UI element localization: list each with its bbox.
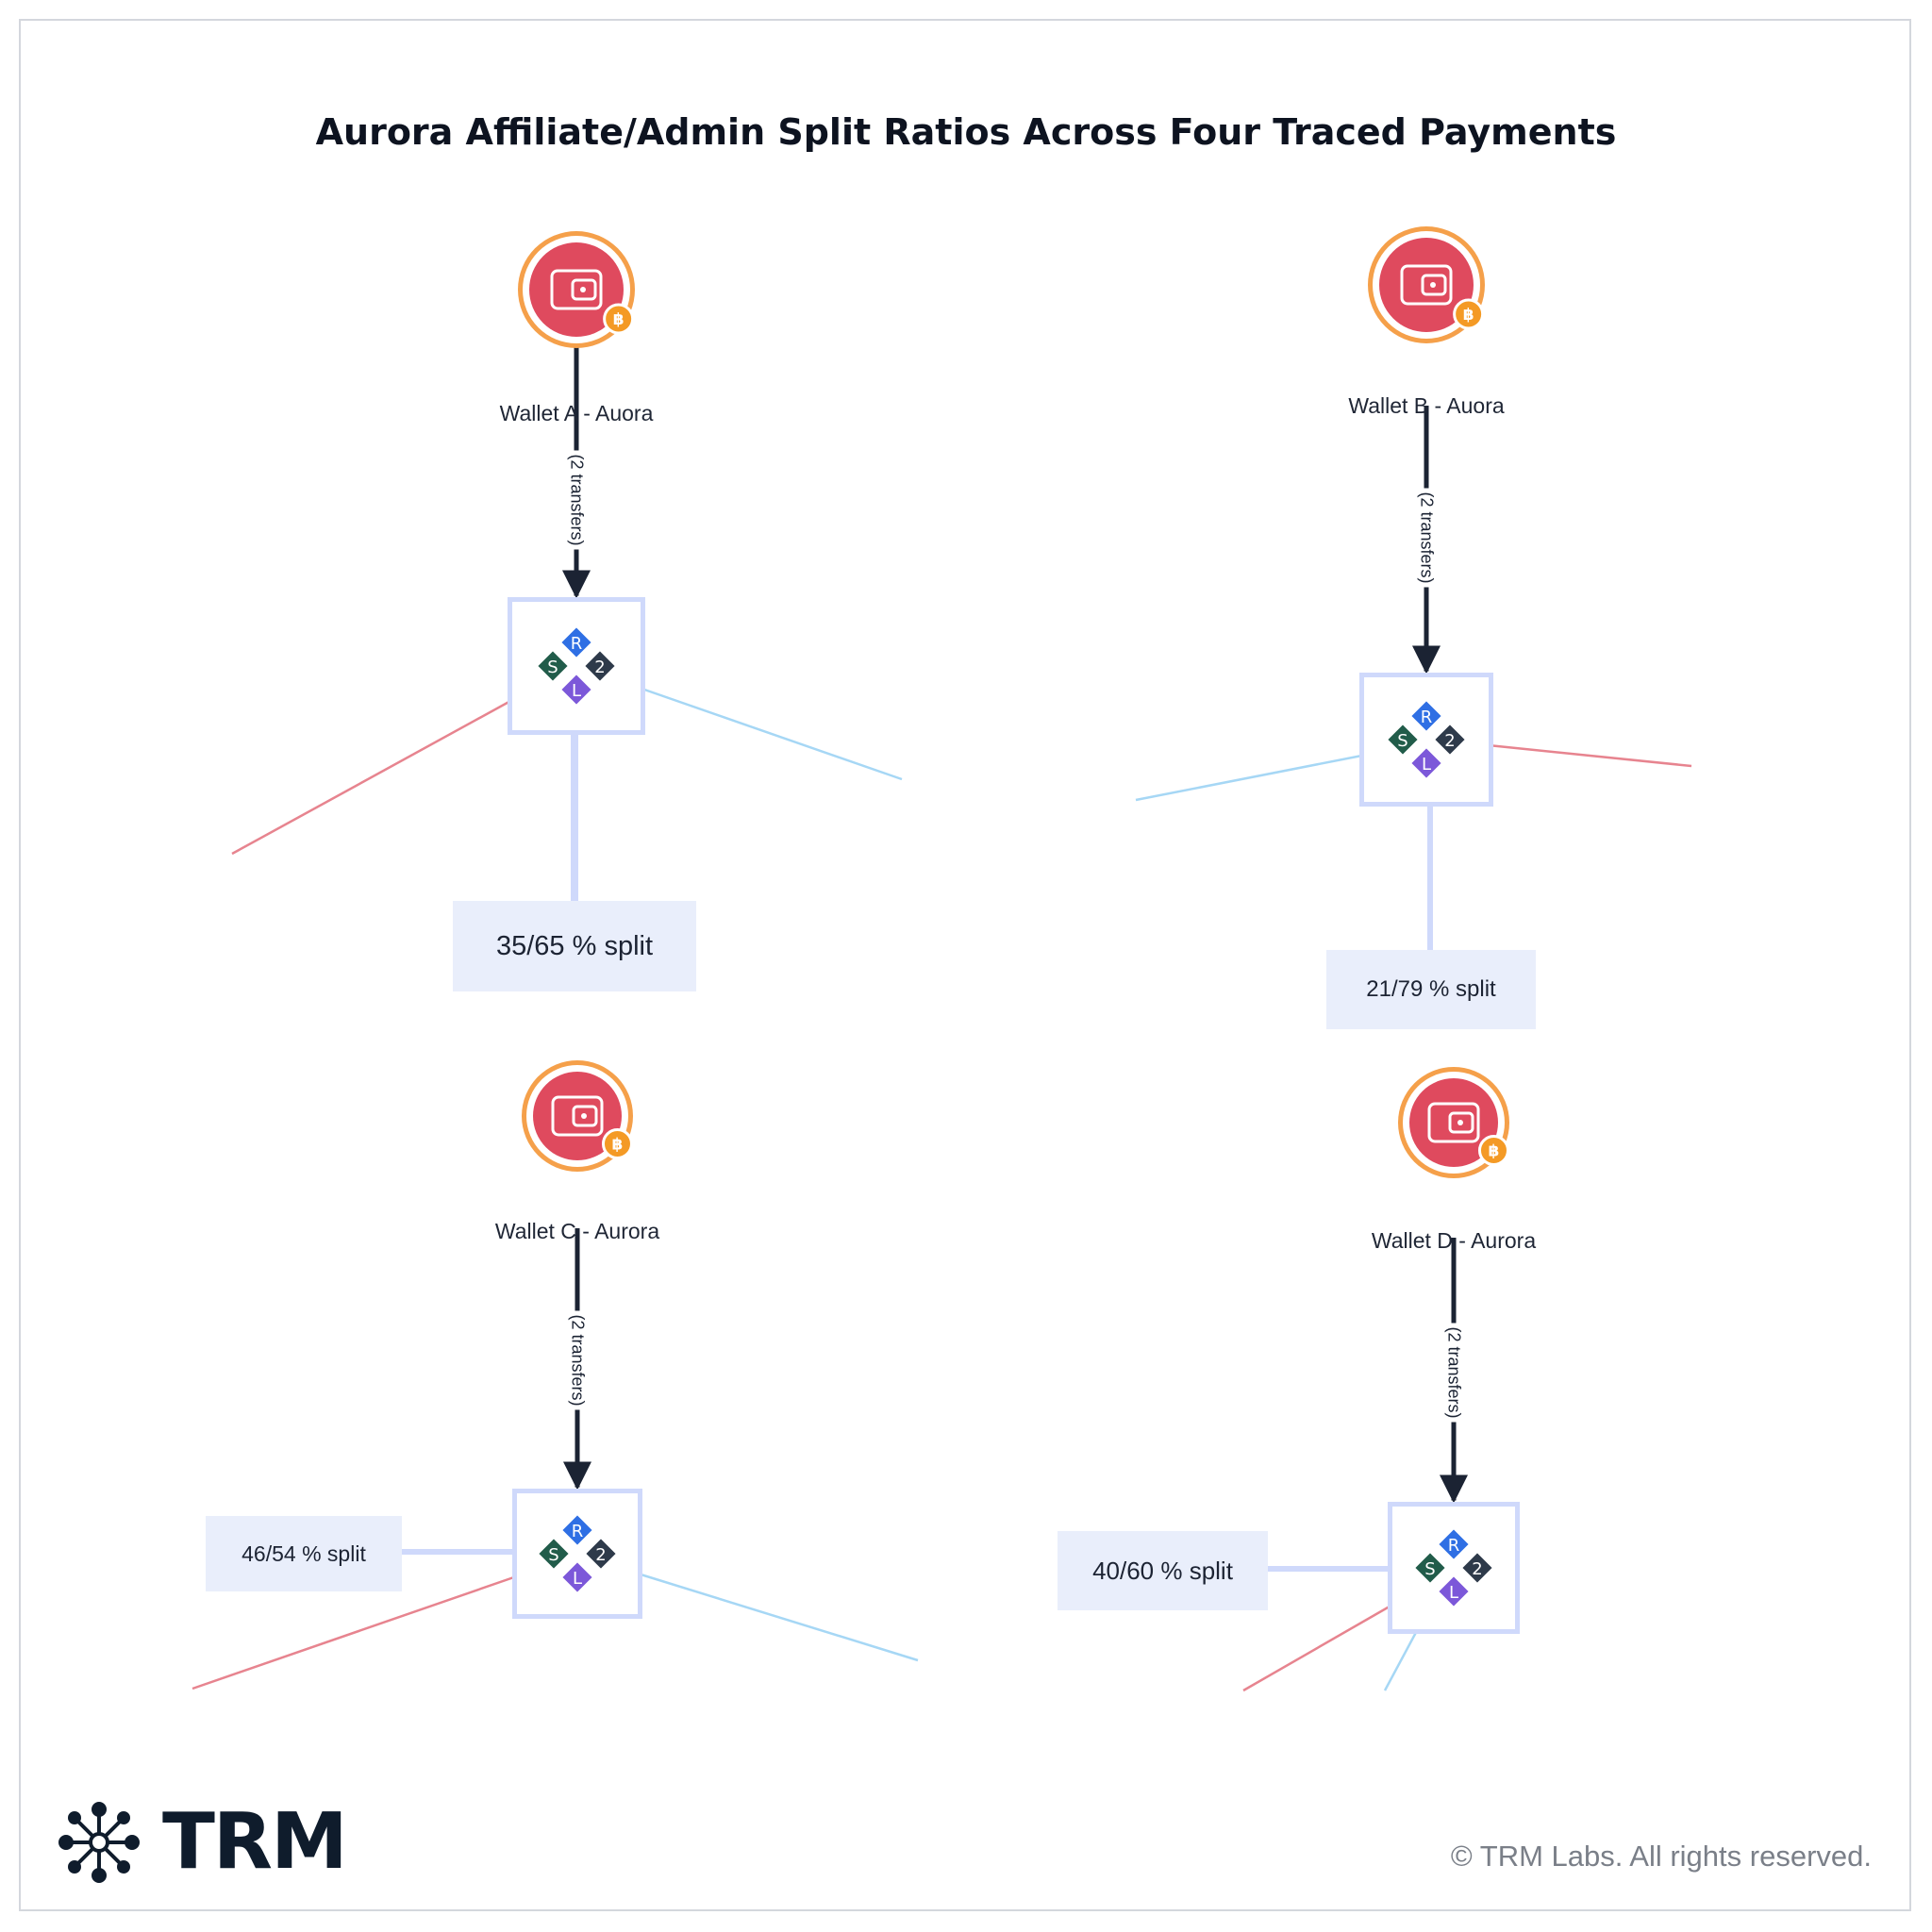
transfer-count-label: (2 transfers) <box>1443 1323 1464 1423</box>
outgoing-edge-blue <box>1135 750 1382 802</box>
outgoing-edge-blue <box>625 681 903 781</box>
outgoing-edge-red <box>1242 1594 1408 1692</box>
bitcoin-badge-icon: ฿ <box>601 1128 633 1159</box>
svg-text:R: R <box>572 1522 584 1541</box>
wallet-label: Wallet A - Auora <box>499 401 654 425</box>
outgoing-edge-red <box>192 1569 534 1690</box>
transfer-count-label: (2 transfers) <box>566 450 587 550</box>
wallet-icon <box>1427 1102 1480 1143</box>
transfer-count-label: (2 transfers) <box>1416 488 1437 588</box>
svg-text:฿: ฿ <box>1463 306 1474 325</box>
wallet-node[interactable]: ฿ <box>1368 226 1485 343</box>
wallet-icon <box>551 1095 604 1137</box>
transfer-count-label: (2 transfers) <box>567 1310 588 1410</box>
diagram-frame <box>19 19 1911 1911</box>
wallet-label: Wallet D - Aurora <box>1371 1228 1537 1253</box>
bitcoin-badge-icon: ฿ <box>1477 1135 1509 1166</box>
wallet-icon <box>1400 264 1453 306</box>
svg-text:2: 2 <box>594 658 605 677</box>
svg-text:S: S <box>1397 731 1407 751</box>
split-ratio-box: 46/54 % split <box>206 1516 402 1591</box>
trm-logo-text: TRM <box>162 1797 348 1887</box>
bitcoin-badge-icon: ฿ <box>603 303 635 335</box>
wallet-label: Wallet C - Aurora <box>494 1219 660 1243</box>
trm-network-icon <box>58 1801 140 1883</box>
copyright-notice: © TRM Labs. All rights reserved. <box>1450 1840 1872 1873</box>
trm-logo: TRM <box>58 1797 348 1887</box>
svg-text:R: R <box>1448 1536 1460 1556</box>
svg-text:2: 2 <box>595 1545 606 1565</box>
svg-text:L: L <box>573 1569 582 1589</box>
wallet-node[interactable]: ฿ <box>522 1060 633 1172</box>
diagram-title: Aurora Affiliate/Admin Split Ratios Acro… <box>315 111 1617 153</box>
wallet-icon <box>550 269 603 310</box>
svg-text:L: L <box>1422 755 1431 774</box>
svg-text:S: S <box>1424 1559 1435 1579</box>
svg-text:S: S <box>548 1545 558 1565</box>
svg-text:S: S <box>547 658 558 677</box>
split-ratio-box: 21/79 % split <box>1326 950 1536 1029</box>
outgoing-edge-blue <box>625 1568 919 1662</box>
svg-text:L: L <box>1449 1583 1458 1603</box>
split-ratio-box: 40/60 % split <box>1058 1531 1268 1610</box>
wallet-label: Wallet B - Auora <box>1348 393 1505 418</box>
wallet-node[interactable]: ฿ <box>518 231 635 348</box>
svg-text:2: 2 <box>1444 731 1455 751</box>
svg-text:฿: ฿ <box>1489 1142 1500 1161</box>
svg-text:฿: ฿ <box>612 1136 624 1155</box>
svg-text:R: R <box>1421 708 1433 727</box>
outgoing-edge-red <box>1478 742 1692 768</box>
bitcoin-badge-icon: ฿ <box>1453 298 1485 330</box>
svg-text:฿: ฿ <box>613 310 625 329</box>
svg-text:2: 2 <box>1472 1559 1482 1579</box>
outgoing-edge-red <box>231 687 534 856</box>
svg-text:L: L <box>572 681 581 701</box>
split-ratio-box: 35/65 % split <box>453 901 696 991</box>
svg-text:R: R <box>571 634 583 654</box>
wallet-node[interactable]: ฿ <box>1398 1067 1509 1178</box>
